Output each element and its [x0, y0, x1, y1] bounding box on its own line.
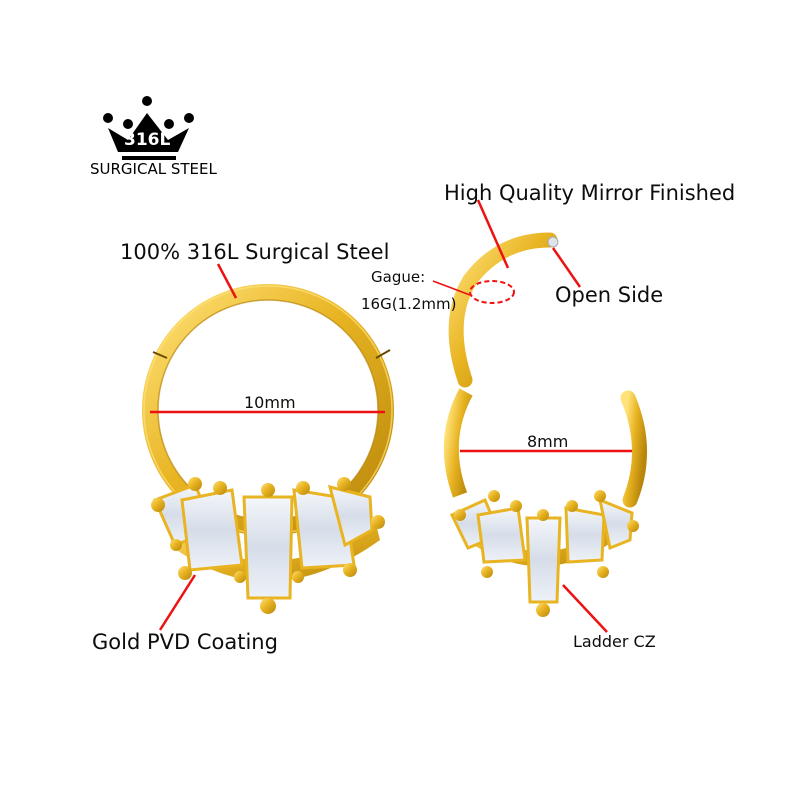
gauge-label: Gague:: [371, 268, 426, 286]
logo-badge-text: 316L: [124, 130, 171, 150]
left-ring-image: [142, 284, 394, 614]
logo-caption: SURGICAL STEEL: [90, 160, 217, 178]
right-diameter-label: 8mm: [527, 432, 569, 451]
stone-label: Ladder CZ: [573, 632, 656, 651]
left-diameter-label: 10mm: [244, 393, 296, 412]
coating-label: Gold PVD Coating: [92, 630, 278, 654]
material-label: 100% 316L Surgical Steel: [120, 240, 390, 264]
right-ring-image: [443, 232, 648, 617]
gauge-value: 16G(1.2mm): [361, 295, 457, 313]
annotation-lines: [150, 199, 632, 633]
finish-label: High Quality Mirror Finished: [444, 181, 736, 205]
open-side-label: Open Side: [555, 283, 664, 307]
crown-logo-icon: [103, 96, 194, 160]
